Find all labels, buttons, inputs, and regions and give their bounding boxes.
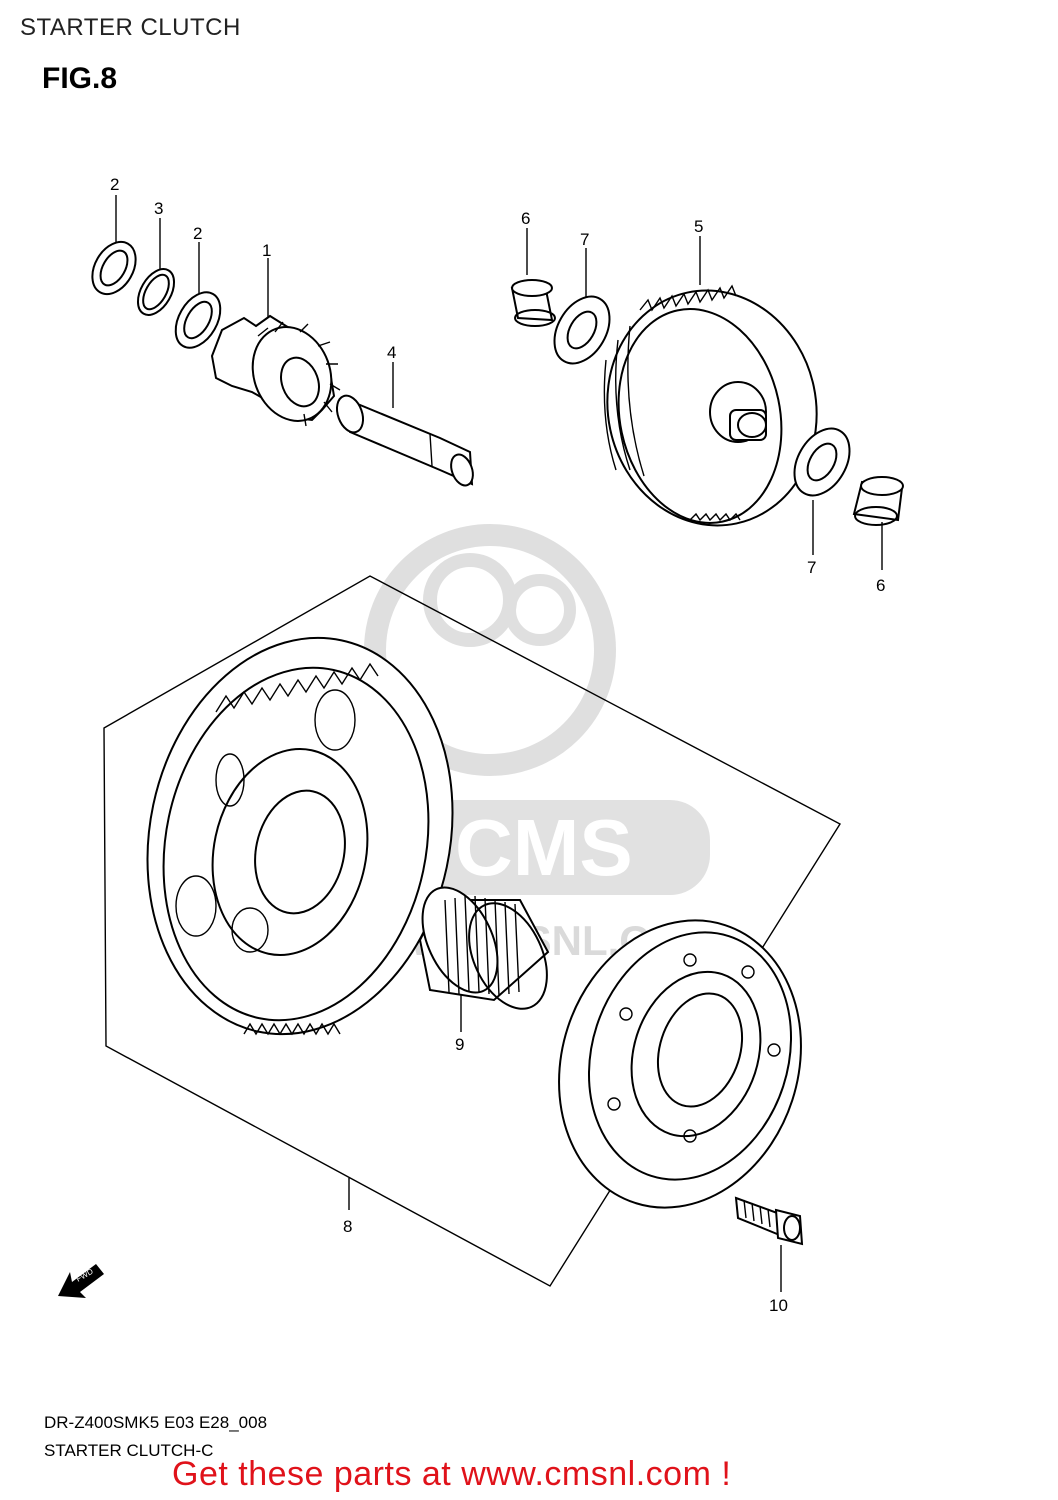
diagram-name: STARTER CLUTCH-C — [44, 1441, 214, 1460]
watermark-brand: CMS — [455, 803, 633, 892]
callout-8: 8 — [343, 1217, 352, 1236]
callout-3: 3 — [154, 199, 163, 218]
promo-link[interactable]: Get these parts at www.cmsnl.com ! — [172, 1455, 732, 1493]
fwd-arrow-icon: FWD — [58, 1264, 104, 1298]
page-title: STARTER CLUTCH — [20, 14, 241, 41]
callout-2: 2 — [193, 224, 202, 243]
part-10-bolt — [734, 1196, 804, 1246]
callout-10: 10 — [769, 1296, 788, 1315]
callout-6-right: 6 — [876, 576, 885, 595]
starter-clutch-gear — [146, 636, 454, 1036]
callout-6-top: 6 — [521, 209, 530, 228]
part-6-bush-right — [852, 476, 904, 526]
part-2-washer-top — [91, 240, 137, 296]
part-7-washer-top — [553, 295, 611, 365]
part-1-idler-gear — [210, 314, 341, 427]
part-7-washer-right — [793, 427, 851, 497]
one-way-clutch-body — [558, 919, 802, 1209]
callout-2-top: 2 — [110, 175, 119, 194]
model-code: DR-Z400SMK5 E03 E28_008 — [44, 1413, 268, 1432]
part-2-washer-bottom — [174, 291, 222, 349]
part-3-circlip — [136, 268, 176, 316]
callout-9: 9 — [455, 1035, 464, 1054]
part-6-bush-top — [510, 279, 556, 327]
callouts: 2 3 2 1 4 6 7 5 7 6 9 8 10 — [110, 175, 885, 1315]
callout-7-right: 7 — [807, 558, 816, 577]
part-5-driven-gear — [603, 284, 818, 527]
callout-4: 4 — [387, 343, 396, 362]
part-9-needle-bearing — [418, 886, 550, 1010]
callout-7-top: 7 — [580, 230, 589, 249]
part-4-shaft — [335, 394, 474, 487]
callout-5: 5 — [694, 217, 703, 236]
figure-label: FIG.8 — [42, 62, 118, 95]
callout-1: 1 — [262, 241, 271, 260]
